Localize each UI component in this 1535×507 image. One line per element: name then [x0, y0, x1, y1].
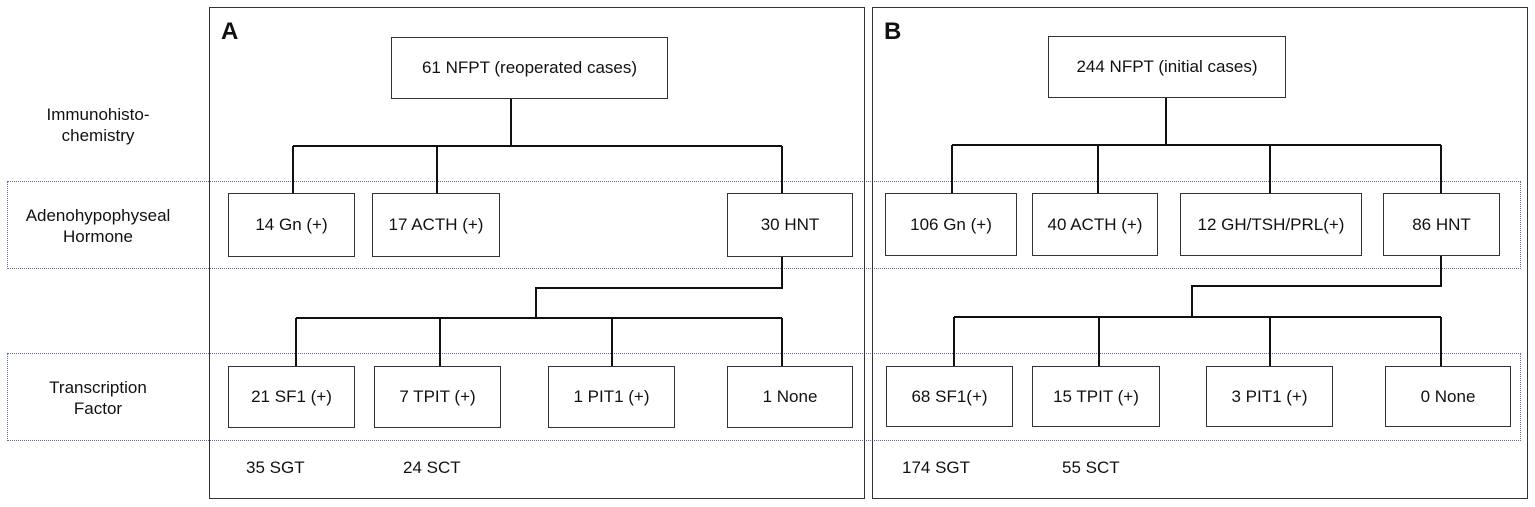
panel-b-hormone-gn: 106 Gn (+)	[885, 193, 1017, 256]
panel-b-hormone-gh-tsh-prl: 12 GH/TSH/PRL(+)	[1180, 193, 1362, 256]
panel-a-tf-sf1: 21 SF1 (+)	[228, 366, 355, 428]
panel-a	[209, 7, 865, 499]
panel-b	[872, 7, 1528, 499]
panel-a-tf-pit1: 1 PIT1 (+)	[548, 366, 675, 428]
row-label-line: Factor	[73, 399, 123, 418]
panel-a-hormone-acth: 17 ACTH (+)	[372, 193, 500, 257]
panel-a-tf-tpit: 7 TPIT (+)	[374, 366, 501, 428]
row-label-line: Transcription	[49, 378, 147, 397]
panel-b-note-sgt: 174 SGT	[902, 458, 971, 477]
panel-a-note-sgt: 35 SGT	[246, 458, 305, 477]
panel-b-tf-tpit: 15 TPIT (+)	[1032, 366, 1160, 427]
adenohypophyseal-band	[7, 181, 1521, 269]
row-label-immunohistochemistry: Immunohisto- chemistry	[3, 104, 193, 146]
row-label-line: Immunohisto-	[46, 105, 150, 124]
panel-b-tf-sf1: 68 SF1(+)	[886, 366, 1013, 427]
connector-a-root	[292, 99, 783, 193]
row-label-adenohypophyseal-hormone: Adenohypophyseal Hormone	[3, 205, 193, 247]
transcription-band	[7, 353, 1521, 441]
panel-b-root-node: 244 NFPT (initial cases)	[1048, 36, 1286, 98]
panel-b-tf-pit1: 3 PIT1 (+)	[1206, 366, 1333, 427]
panel-a-hormone-hnt: 30 HNT	[727, 193, 853, 257]
panel-a-tf-none: 1 None	[727, 366, 853, 428]
row-label-line: Hormone	[63, 227, 133, 246]
panel-a-root-node: 61 NFPT (reoperated cases)	[391, 37, 668, 99]
row-label-line: chemistry	[61, 126, 135, 145]
panel-b-hormone-acth: 40 ACTH (+)	[1032, 193, 1158, 256]
panel-a-note-sct: 24 SCT	[403, 458, 461, 477]
panel-b-letter: B	[884, 18, 902, 45]
connector-b-hnt	[953, 256, 1442, 366]
row-label-line: Adenohypophyseal	[25, 206, 171, 225]
panel-b-tf-none: 0 None	[1385, 366, 1511, 427]
panel-b-note-sct: 55 SCT	[1062, 458, 1120, 477]
connector-a-hnt	[295, 256, 783, 366]
panel-b-hormone-hnt: 86 HNT	[1383, 193, 1500, 256]
panel-a-letter: A	[221, 18, 239, 45]
connector-b-root	[951, 98, 1442, 193]
row-label-transcription-factor: Transcription Factor	[3, 377, 193, 419]
panel-a-hormone-gn: 14 Gn (+)	[228, 193, 355, 257]
